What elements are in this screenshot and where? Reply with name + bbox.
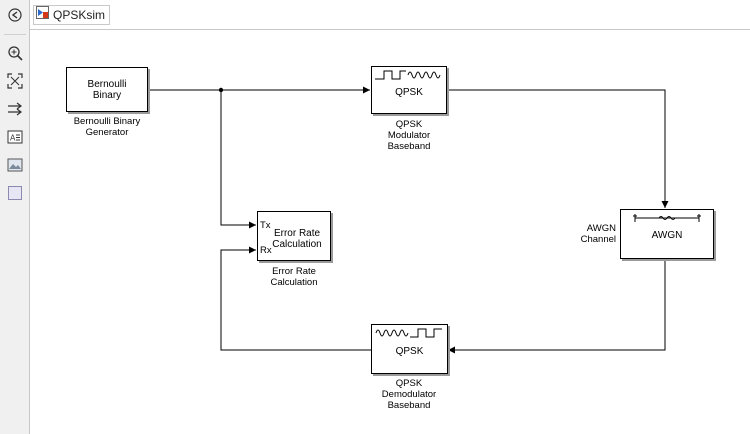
error-rate-label-line2: Calculation <box>270 277 318 288</box>
demodulator-label-line1: QPSK <box>395 378 423 389</box>
bernoulli-text-line2: Binary <box>92 90 122 101</box>
branch-point <box>218 87 224 93</box>
bernoulli-label-line1: Bernoulli Binary <box>73 116 141 127</box>
awgn-label-line2: Channel <box>580 234 616 245</box>
zoom-in-icon[interactable] <box>6 44 24 62</box>
wire-branch-to-tx <box>220 90 256 229</box>
error-rate-block[interactable]: Tx Rx Error Rate Calculation <box>257 211 331 261</box>
wire-modulator-to-awgn <box>447 89 669 208</box>
qpsk-demodulator-block[interactable]: QPSK <box>371 324 448 374</box>
demodulator-label-line2: Demodulator <box>381 389 437 400</box>
back-icon[interactable] <box>6 6 24 24</box>
error-rate-label-line1: Error Rate <box>272 266 316 277</box>
qpsk-modulator-block[interactable]: QPSK <box>371 66 447 114</box>
annotation-icon[interactable]: A <box>6 128 24 146</box>
diagram-canvas[interactable]: Bernoulli Binary Bernoulli Binary Genera… <box>30 30 750 434</box>
image-icon[interactable] <box>6 156 24 174</box>
wire-awgn-to-demodulator <box>448 259 666 354</box>
demodulator-text: QPSK <box>395 346 424 357</box>
bernoulli-label-line2: Generator <box>85 127 129 138</box>
modulator-text: QPSK <box>395 87 423 98</box>
modulator-label-line3: Baseband <box>387 141 431 152</box>
model-name: QPSKsim <box>53 8 106 22</box>
breadcrumb[interactable]: QPSKsim <box>33 5 111 25</box>
awgn-label[interactable]: AWGN Channel <box>568 223 616 245</box>
demodulation-waveform-icon <box>375 328 442 338</box>
left-toolbar: A <box>0 0 30 434</box>
channel-icon <box>633 214 701 222</box>
modulator-label-line1: QPSK <box>395 119 423 130</box>
svg-text:A: A <box>10 134 16 143</box>
demodulator-label-line3: Baseband <box>387 400 431 411</box>
signal-arrows-icon[interactable] <box>6 100 24 118</box>
error-rate-label[interactable]: Error Rate Calculation <box>244 266 344 288</box>
bernoulli-binary-block[interactable]: Bernoulli Binary <box>66 67 148 112</box>
awgn-label-line1: AWGN <box>586 223 616 234</box>
error-rate-text-line2: Calculation <box>272 239 322 250</box>
modulation-waveform-icon <box>375 70 441 80</box>
demodulator-label[interactable]: QPSK Demodulator Baseband <box>359 378 459 411</box>
model-icon <box>36 6 49 24</box>
area-icon[interactable] <box>6 184 24 202</box>
signal-lines <box>148 86 669 354</box>
port-rx: Rx <box>260 245 272 256</box>
modulator-label[interactable]: QPSK Modulator Baseband <box>359 119 459 152</box>
port-tx: Tx <box>260 220 271 231</box>
bernoulli-text-line1: Bernoulli <box>87 79 127 90</box>
error-rate-text-line1: Error Rate <box>273 228 321 239</box>
wire-demodulator-to-rx <box>220 246 371 351</box>
awgn-channel-block[interactable]: AWGN <box>620 209 714 259</box>
breadcrumb-bar: QPSKsim <box>30 0 750 30</box>
awgn-text: AWGN <box>651 230 683 241</box>
toolbar-separator <box>4 34 26 35</box>
modulator-label-line2: Modulator <box>387 130 431 141</box>
fit-view-icon[interactable] <box>6 72 24 90</box>
bernoulli-label[interactable]: Bernoulli Binary Generator <box>56 116 158 138</box>
